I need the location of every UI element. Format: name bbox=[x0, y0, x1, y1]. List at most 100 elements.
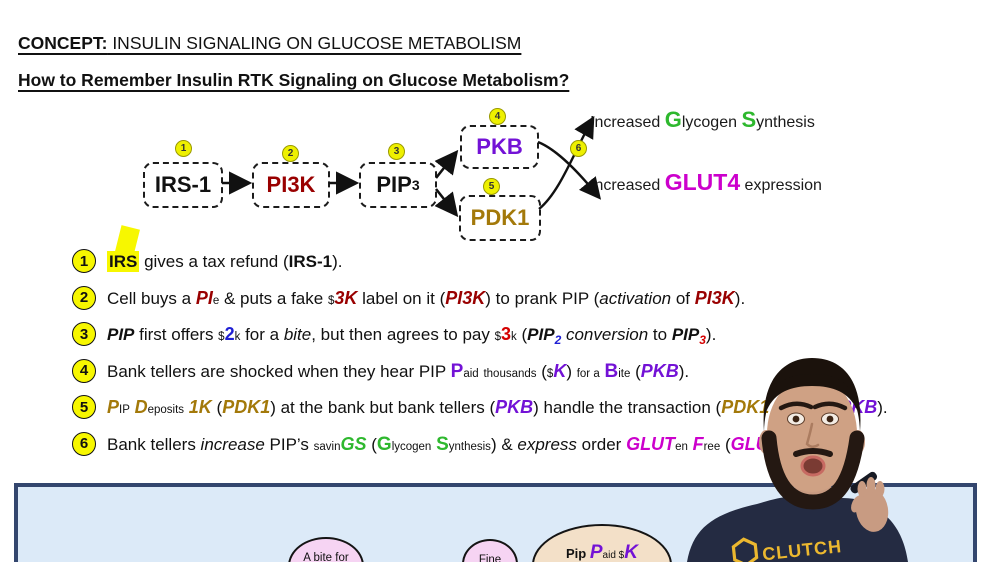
text-segment: ). bbox=[877, 398, 888, 417]
diagram-step-badge-6: 6 bbox=[570, 140, 587, 157]
text-segment: $ bbox=[615, 550, 625, 561]
text-segment: to bbox=[648, 325, 672, 344]
text-segment: PDK1 bbox=[222, 397, 271, 417]
text-segment: ite bbox=[618, 367, 631, 380]
text-segment: ) at the bank but bank tellers ( bbox=[270, 398, 496, 417]
text-segment: e bbox=[212, 294, 220, 307]
mnemonic-item: 6 Bank tellers increase PIP’s savinGS (Gl… bbox=[72, 431, 932, 460]
pathway-box-pkb: PKB bbox=[460, 125, 539, 169]
concept-text: INSULIN SIGNALING ON GLUCOSE METABOLISM bbox=[107, 33, 522, 53]
text-segment: ( bbox=[211, 398, 223, 417]
item-text: IRS gives a tax refund (IRS-1). bbox=[107, 249, 343, 274]
text-segment: ). bbox=[705, 325, 717, 344]
text-segment: PIP bbox=[671, 325, 700, 344]
text-segment: for a bbox=[240, 325, 284, 344]
text-segment: ( bbox=[630, 361, 641, 381]
diagram-step-badge-4: 4 bbox=[489, 108, 506, 125]
instructor: CLUTCH bbox=[687, 358, 908, 562]
text-segment: F bbox=[692, 433, 704, 454]
text-segment: 1K bbox=[188, 397, 212, 417]
text-segment: increase bbox=[200, 434, 265, 454]
diagram-step-badge-5: 5 bbox=[483, 178, 500, 195]
text-segment: for a bbox=[576, 367, 600, 380]
diagram-step-badge-1: 1 bbox=[175, 140, 192, 157]
text-segment: PI bbox=[195, 287, 213, 308]
instructor-mustache bbox=[793, 448, 833, 457]
hexagon-icon bbox=[731, 537, 759, 562]
item-text: Bank tellers increase PIP’s savinGS (Gly… bbox=[107, 432, 836, 460]
text-segment: ( bbox=[516, 325, 528, 344]
instructor-hair bbox=[763, 358, 861, 432]
text-segment: ). bbox=[678, 361, 690, 381]
text-segment: ) bbox=[566, 361, 577, 381]
mnemonic-item: 1 IRS gives a tax refund (IRS-1). bbox=[72, 249, 932, 275]
text-segment: thousands bbox=[483, 367, 537, 380]
item-number-badge: 6 bbox=[72, 431, 96, 456]
outcome2-end: expression bbox=[740, 177, 822, 194]
text-segment: lycogen bbox=[391, 440, 432, 453]
text-segment: PDK1 bbox=[721, 397, 770, 417]
item-text: Cell buys a PIe & puts a fake $3K label … bbox=[107, 286, 745, 314]
outcome-glut4-expression: Increased GLUT4 expression bbox=[590, 169, 822, 196]
concept-label: CONCEPT: bbox=[18, 33, 108, 53]
text-segment: ( bbox=[366, 434, 377, 454]
text-segment: D bbox=[134, 397, 148, 417]
item-number-badge: 1 bbox=[72, 249, 96, 273]
text-segment: eposits bbox=[147, 404, 185, 416]
text-segment: 3 bbox=[501, 324, 512, 344]
text-segment: $ bbox=[494, 331, 501, 343]
diagram-step-badge-3: 3 bbox=[388, 143, 405, 160]
item-number-badge: 3 bbox=[72, 322, 96, 346]
question-title: How to Remember Insulin RTK Signaling on… bbox=[18, 70, 570, 90]
outcome-glycogen-synthesis: Increased Glycogen Synthesis bbox=[590, 107, 815, 133]
text-segment: aid bbox=[602, 550, 616, 561]
item-text: PIP first offers $2k for a bite, but the… bbox=[107, 322, 716, 353]
text-segment: P bbox=[589, 542, 603, 562]
text-segment: label on it ( bbox=[357, 288, 446, 308]
text-segment: order bbox=[576, 434, 627, 454]
text-segment: GS bbox=[340, 433, 367, 454]
bubble-text: Fine bbox=[478, 554, 502, 562]
text-segment: Pip bbox=[566, 546, 590, 561]
text-segment: PIP’s bbox=[264, 434, 314, 454]
text-segment: Bank tellers bbox=[107, 434, 201, 454]
text-segment: PI3K bbox=[694, 287, 735, 308]
pathway-box-irs1: IRS-1 bbox=[143, 162, 223, 208]
text-segment: k bbox=[511, 331, 517, 343]
text-segment: 3K bbox=[334, 287, 358, 308]
pkb-label: PKB bbox=[476, 134, 523, 159]
concept-title: CONCEPT: INSULIN SIGNALING ON GLUCOSE ME… bbox=[18, 33, 521, 54]
text-segment: B bbox=[604, 360, 619, 382]
outcome2-glut4: GLUT4 bbox=[664, 169, 741, 195]
text-segment: $ bbox=[546, 367, 554, 380]
pathway-box-pdk1: PDK1 bbox=[459, 195, 541, 241]
item-number-badge: 2 bbox=[72, 285, 96, 310]
text-segment: ( bbox=[536, 361, 547, 381]
text-segment: savin bbox=[313, 440, 341, 453]
text-segment: PKB bbox=[495, 397, 534, 417]
instructor-eyebrow bbox=[812, 401, 848, 411]
text-segment: PIP bbox=[527, 325, 555, 344]
text-segment: activation bbox=[599, 288, 672, 308]
text-segment: $ bbox=[327, 294, 335, 307]
text-segment: ) to prank PIP ( bbox=[485, 288, 600, 308]
text-segment: aid bbox=[463, 367, 479, 380]
instructor-eyebrow bbox=[778, 401, 814, 411]
text-segment: 2 bbox=[554, 333, 562, 347]
pathway-box-pi3k: PI3K bbox=[252, 162, 330, 208]
outcome1-mid: lycogen bbox=[681, 114, 742, 131]
outcome1-pre: Increased bbox=[590, 114, 665, 131]
instructor-shirt bbox=[687, 497, 908, 562]
text-segment: en bbox=[675, 440, 688, 453]
irs1-label: IRS-1 bbox=[154, 172, 212, 197]
text-segment: IP bbox=[119, 404, 130, 416]
text-segment: ynthesis bbox=[448, 440, 491, 453]
instructor-nose bbox=[805, 422, 820, 448]
diagram-step-badge-2: 2 bbox=[282, 145, 299, 162]
text-segment: ree bbox=[703, 440, 721, 453]
text-segment: PIP bbox=[107, 325, 135, 344]
